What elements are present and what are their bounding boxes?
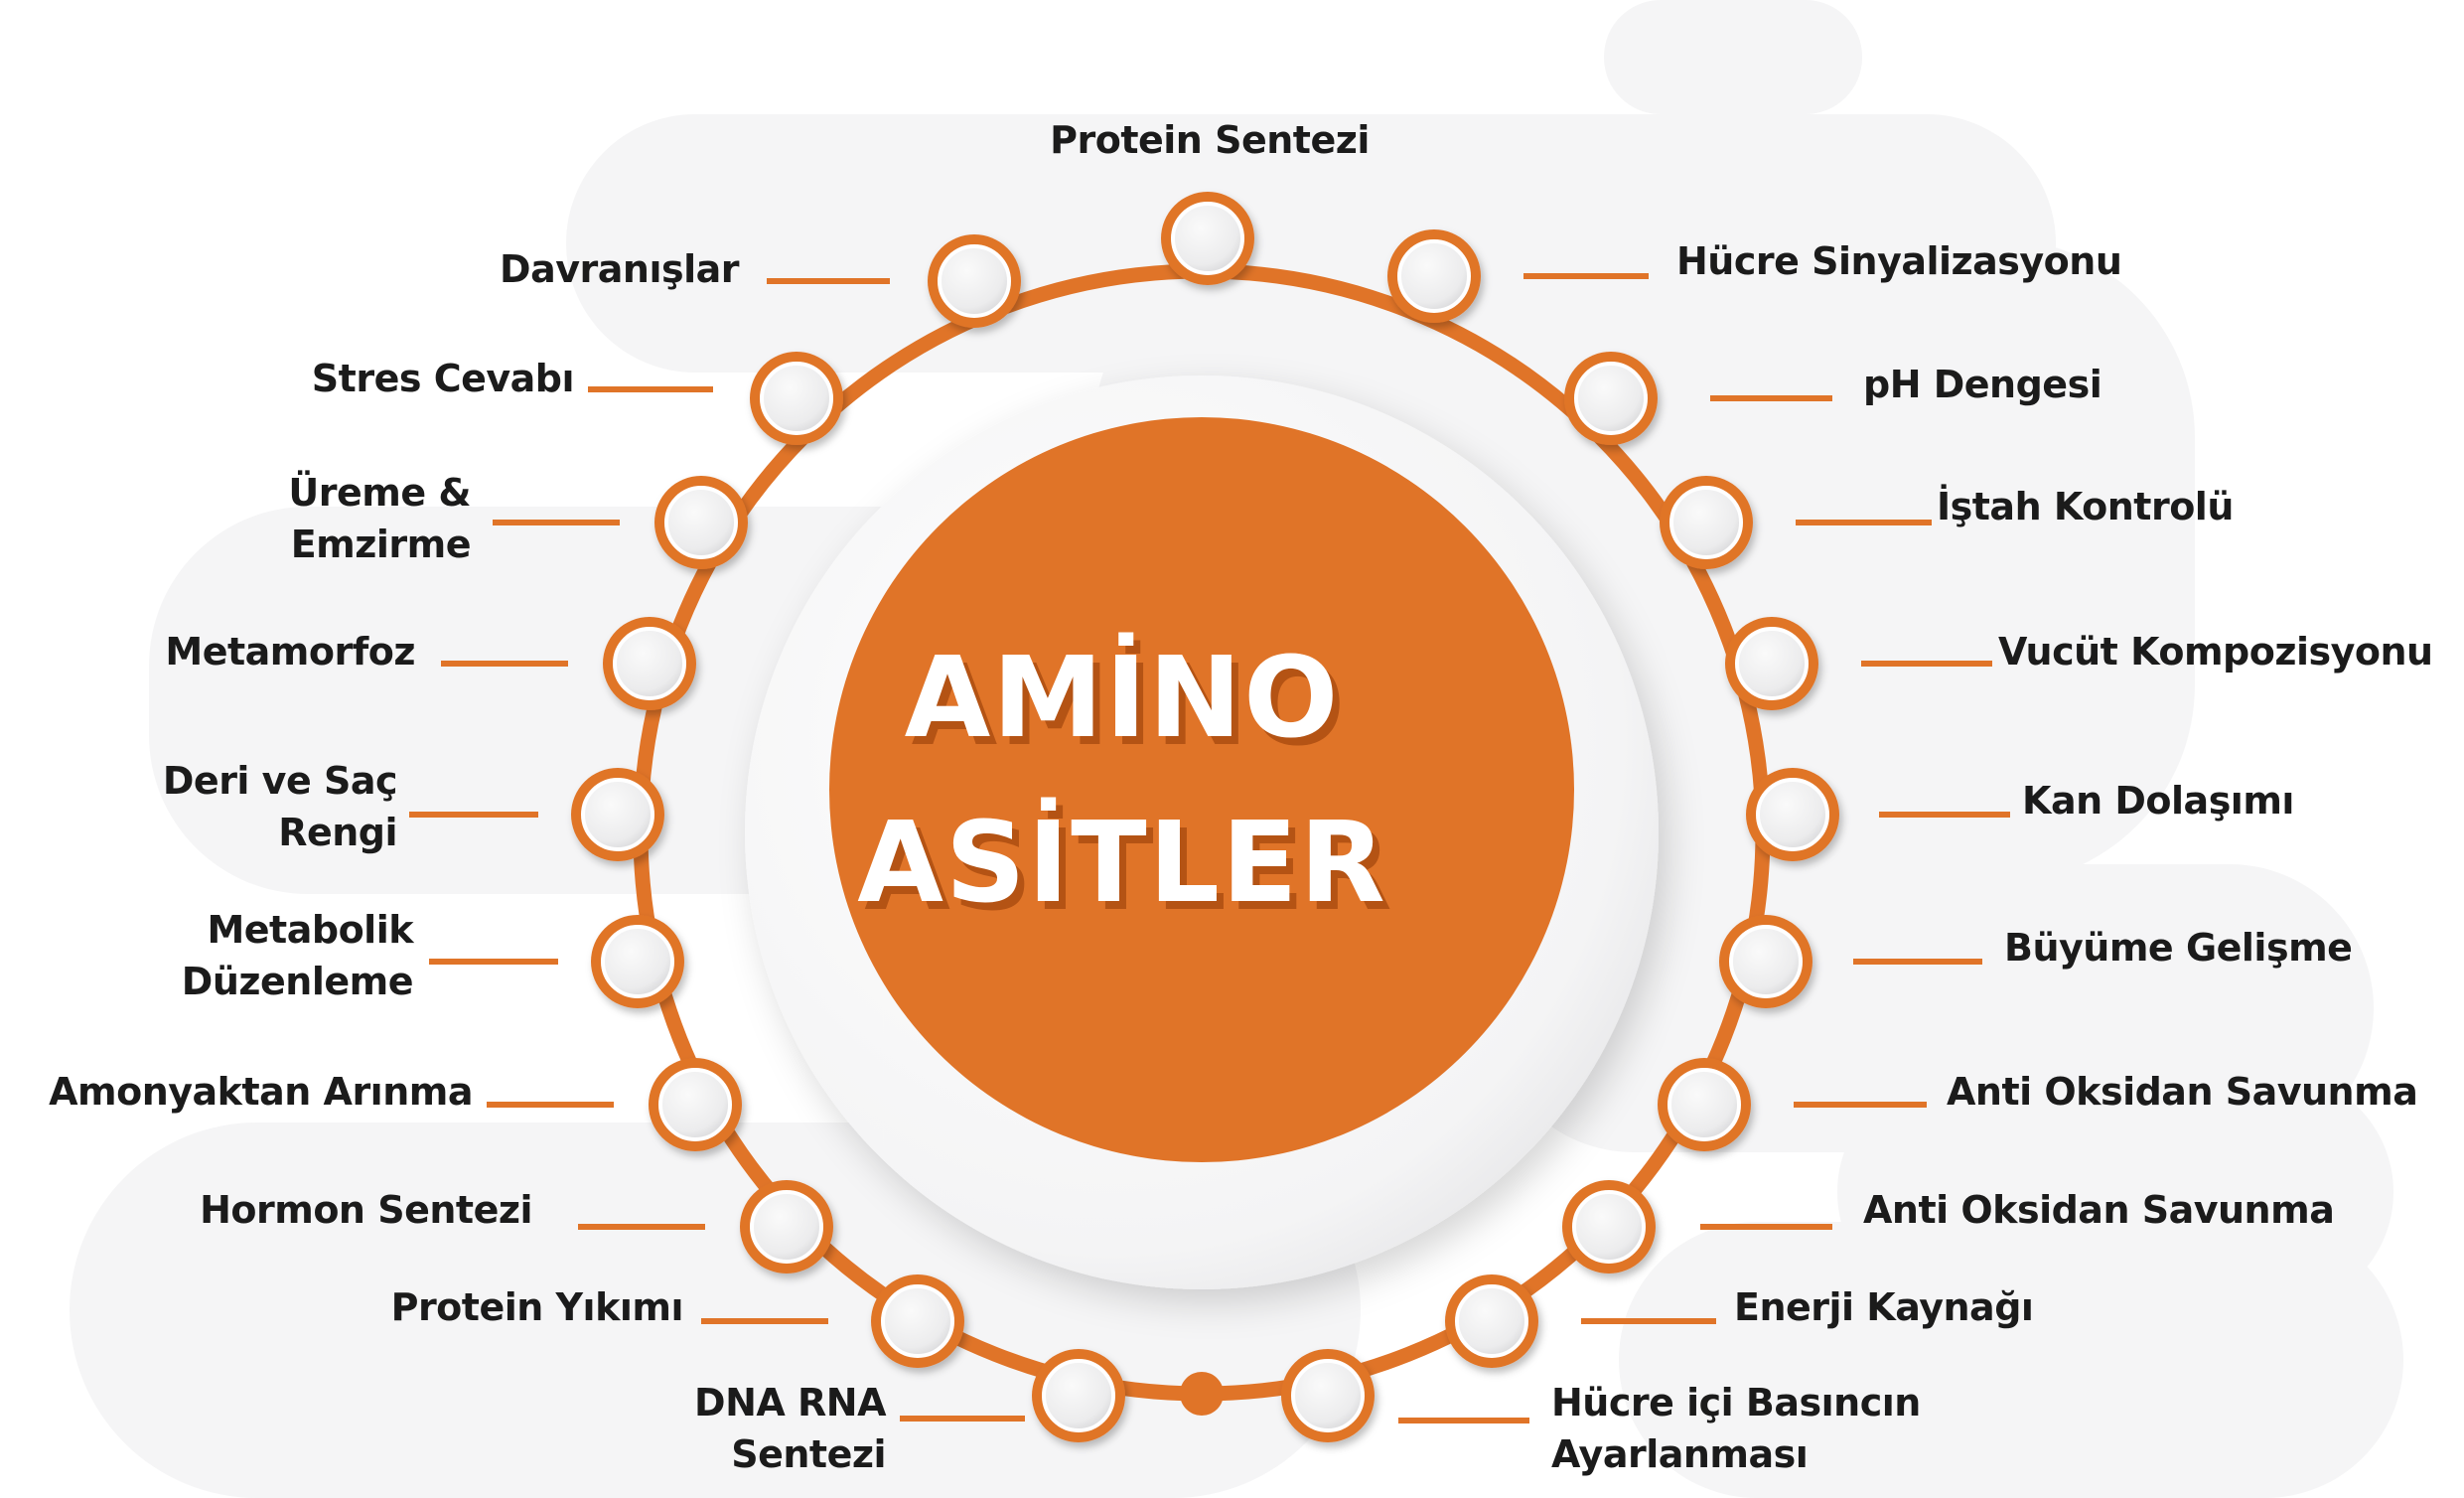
ring-node-center <box>1397 239 1471 313</box>
ring-node <box>871 1274 964 1368</box>
ring-node <box>571 768 664 861</box>
ring-node-center <box>1729 925 1803 998</box>
ring-node <box>750 352 843 445</box>
function-label: Enerji Kaynağı <box>1734 1281 2034 1333</box>
function-label-line: Rengi <box>278 811 397 854</box>
center-orange-circle <box>829 417 1574 1162</box>
function-label-line: Hormon Sentezi <box>200 1188 532 1232</box>
function-label-line: Vucüt Kompozisyonu <box>1998 630 2433 674</box>
function-label-line: Anti Oksidan Savunma <box>1947 1070 2418 1114</box>
ring-node <box>1660 476 1753 569</box>
function-label-line: Sentezi <box>731 1432 886 1476</box>
function-label: İştah Kontrolü <box>1937 481 2234 532</box>
function-label-line: pH Dengesi <box>1863 363 2102 406</box>
ring-node <box>928 234 1021 328</box>
function-label-line: İştah Kontrolü <box>1937 485 2234 528</box>
ring-node-center <box>1756 778 1829 851</box>
function-label-line: Emzirme <box>290 523 472 566</box>
function-label: Kan Dolaşımı <box>2022 775 2294 826</box>
function-label-line: Metabolik <box>207 908 413 952</box>
ring-node <box>1719 915 1812 1008</box>
function-label: pH Dengesi <box>1863 359 2102 410</box>
ring-node-center <box>1667 1068 1741 1141</box>
function-label-line: Kan Dolaşımı <box>2022 779 2294 823</box>
ring-node <box>1564 352 1658 445</box>
ring-node-center <box>581 778 654 851</box>
center-title: AMİNO ASİTLER <box>824 616 1420 946</box>
function-label: Amonyaktan Arınma <box>16 1066 473 1118</box>
ring-node <box>603 617 696 710</box>
ring-node-center <box>760 362 833 435</box>
ring-node <box>1725 617 1818 710</box>
center-title-line2: ASİTLER <box>857 799 1387 928</box>
ring-node <box>1658 1058 1751 1151</box>
ring-node-center <box>1171 202 1244 275</box>
ring-node <box>1562 1180 1656 1273</box>
function-label: Protein Yıkımı <box>286 1281 684 1333</box>
function-label-line: Hücre Sinyalizasyonu <box>1676 239 2122 283</box>
function-label-line: Düzenleme <box>181 960 414 1003</box>
ring-node <box>740 1180 833 1273</box>
ring-node-center <box>750 1190 823 1264</box>
ring-node <box>1161 192 1254 285</box>
function-label-line: Metamorfoz <box>165 630 415 674</box>
function-label: Üreme & Emzirme <box>73 467 471 570</box>
function-label-line: DNA RNA <box>694 1381 886 1424</box>
function-label: Hücre Sinyalizasyonu <box>1676 235 2122 287</box>
function-label-line: Anti Oksidan Savunma <box>1863 1188 2335 1232</box>
function-label-line: Büyüme Gelişme <box>2004 926 2353 970</box>
ring-node <box>1746 768 1839 861</box>
function-label: Hormon Sentezi <box>135 1184 532 1236</box>
center-title-line1: AMİNO <box>904 634 1341 763</box>
function-label-line: Davranışlar <box>500 247 739 291</box>
ring-node-center <box>613 627 686 700</box>
ring-node-center <box>881 1284 954 1358</box>
function-label-line: Protein Sentezi <box>1050 118 1370 162</box>
ring-node-center <box>1574 362 1648 435</box>
ring-node-center <box>658 1068 732 1141</box>
function-label-line: Amonyaktan Arınma <box>49 1070 473 1114</box>
function-label: DNA RNA Sentezi <box>489 1377 886 1480</box>
ring-node-center <box>601 925 674 998</box>
function-label-line: Üreme & <box>288 471 471 515</box>
function-label: Büyüme Gelişme <box>2004 922 2353 974</box>
function-label-line: Ayarlanması <box>1551 1432 1809 1476</box>
ring-node <box>1032 1349 1125 1442</box>
ring-bottom-dot <box>1180 1372 1224 1416</box>
ring-node <box>1445 1274 1538 1368</box>
function-label: Vucüt Kompozisyonu <box>1998 626 2433 677</box>
function-label-line: Stres Cevabı <box>311 357 575 400</box>
function-label-line: Protein Yıkımı <box>390 1285 684 1329</box>
ring-node-center <box>1669 486 1743 559</box>
function-label-line: Deri ve Saç <box>162 759 398 803</box>
function-label-line: Hücre içi Basıncın <box>1551 1381 1921 1424</box>
function-label: Davranışlar <box>342 243 739 295</box>
ring-node-center <box>1572 1190 1646 1264</box>
function-label: Anti Oksidan Savunma <box>1947 1066 2418 1118</box>
ring-node-center <box>1291 1359 1365 1432</box>
ring-node <box>649 1058 742 1151</box>
ring-node-center <box>1735 627 1809 700</box>
function-label: Protein Sentezi <box>1011 114 1408 166</box>
ring-node <box>1387 229 1481 323</box>
function-label: Stres Cevabı <box>177 353 575 404</box>
ring-node-center <box>1042 1359 1115 1432</box>
function-label-line: Enerji Kaynağı <box>1734 1285 2034 1329</box>
ring-node-center <box>664 486 738 559</box>
ring-node <box>654 476 748 569</box>
ring-node <box>591 915 684 1008</box>
ring-node-center <box>1455 1284 1528 1358</box>
function-label: Metamorfoz <box>8 626 415 677</box>
ring-node <box>1281 1349 1375 1442</box>
ring-node-center <box>938 244 1011 318</box>
function-label: Anti Oksidan Savunma <box>1863 1184 2335 1236</box>
